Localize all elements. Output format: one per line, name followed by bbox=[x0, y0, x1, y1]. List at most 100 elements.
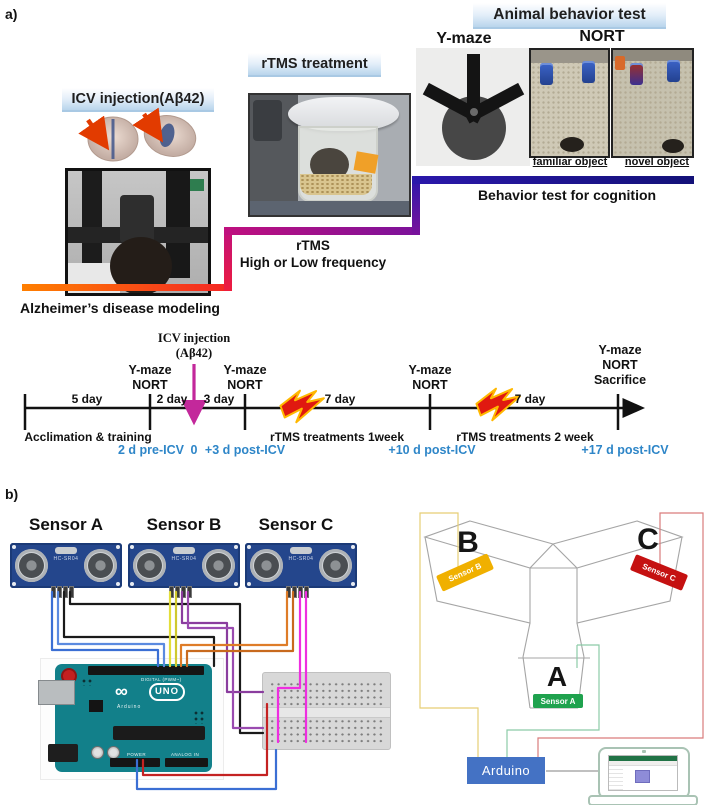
analog-header bbox=[165, 758, 208, 767]
crystal-icon bbox=[55, 547, 77, 554]
sensor-c-chip-text: HC-SR04 bbox=[288, 556, 314, 562]
wire-magenta-c1 bbox=[276, 590, 302, 744]
excel-row-headers bbox=[609, 766, 623, 790]
maze-arm-a-letter: A bbox=[546, 661, 568, 692]
manipulator-arm bbox=[120, 195, 154, 243]
webcam-icon bbox=[642, 750, 646, 753]
crystal-icon bbox=[173, 547, 195, 554]
injection-arrow-right bbox=[132, 107, 163, 143]
event4-line3: Sacrifice bbox=[593, 373, 647, 387]
icv-line2: (Aβ42) bbox=[175, 346, 213, 360]
thin-wire-yellow-b bbox=[419, 512, 479, 757]
duration-7day-2: 7 day bbox=[514, 392, 546, 406]
wire-blue-a2 bbox=[56, 590, 166, 668]
excel-dialog bbox=[635, 770, 650, 783]
caption-rtms-line2: High or Low frequency bbox=[239, 255, 387, 270]
excel-titlebar bbox=[609, 756, 677, 761]
digital-header bbox=[88, 666, 204, 675]
duration-7day-1: 7 day bbox=[324, 392, 356, 406]
power-header bbox=[110, 758, 160, 767]
event2-line1: Y-maze bbox=[223, 363, 267, 377]
timepoint-post3: +3 d post-ICV bbox=[204, 443, 286, 457]
below-rtms-week2: rTMS treatments 2 week bbox=[456, 430, 594, 444]
stair-segment-orange bbox=[22, 284, 232, 291]
timeline-event-1: Y-maze NORT bbox=[128, 363, 171, 393]
laptop-icon bbox=[598, 747, 690, 799]
timepoint-post17: +17 d post-ICV bbox=[581, 443, 669, 457]
sensor-c-label: Sensor C bbox=[258, 515, 334, 534]
box-wall-2 bbox=[613, 50, 692, 61]
sensor-a-chip-text: HC-SR04 bbox=[53, 556, 79, 562]
nort-familiar-photo bbox=[529, 48, 610, 158]
event1-line2: NORT bbox=[132, 378, 168, 392]
thin-wire-green-a bbox=[506, 644, 600, 757]
icsp2-header-icon bbox=[193, 710, 206, 724]
wire-purple-b2 bbox=[186, 590, 265, 730]
orange-tag bbox=[353, 150, 379, 174]
wire-blue-ground bbox=[135, 748, 278, 791]
novel-object-caption: novel object bbox=[624, 156, 690, 168]
bedding bbox=[300, 174, 372, 195]
breadboard-groove bbox=[263, 707, 390, 718]
breadboard bbox=[262, 672, 391, 750]
ultrasonic-sensor-b: HC-SR04 bbox=[128, 543, 240, 598]
icsp-header-icon bbox=[81, 678, 94, 686]
wire-purple-b1 bbox=[180, 590, 265, 694]
familiar-object-3 bbox=[666, 59, 680, 82]
event4-line1: Y-maze bbox=[598, 343, 642, 357]
maze-arduino-box: Arduino bbox=[467, 757, 545, 784]
event4-line2: NORT bbox=[602, 358, 638, 372]
timeline-event-3: Y-maze NORT bbox=[408, 363, 451, 393]
timepoint-post10: +10 d post-ICV bbox=[388, 443, 476, 457]
arduino-brand-text: Arduino bbox=[117, 704, 142, 710]
event3-line2: NORT bbox=[412, 378, 448, 392]
wire-black-a2 bbox=[68, 590, 265, 735]
laptop-base bbox=[588, 795, 698, 805]
ultrasonic-sensor-a: HC-SR04 bbox=[10, 543, 122, 598]
transducer-icon bbox=[202, 549, 235, 582]
rtms-coil-disc bbox=[288, 97, 400, 131]
wire-red-power bbox=[141, 702, 269, 777]
ymaze-center-hub bbox=[470, 108, 478, 116]
familiar-object-1 bbox=[540, 62, 554, 85]
digital-header-text: DIGITAL (PWM~) bbox=[141, 677, 182, 682]
panel-b-label: b) bbox=[5, 486, 19, 502]
caption-behavior-test: Behavior test for cognition bbox=[477, 187, 657, 203]
timeline-event-2: Y-maze NORT bbox=[223, 363, 266, 393]
excel-toolbar bbox=[609, 761, 677, 766]
stair-riser-purple-blue bbox=[412, 177, 420, 235]
mouse-familiar bbox=[560, 136, 585, 152]
below-acclimation: Acclimation & training bbox=[24, 430, 152, 444]
duration-3day: 3 day bbox=[203, 392, 235, 406]
power-jack-icon bbox=[48, 744, 78, 762]
arduino-infinity-logo: ∞ bbox=[115, 681, 128, 701]
stereotaxic-surgery-photo bbox=[65, 168, 211, 296]
transducer-icon bbox=[319, 549, 352, 582]
timepoint-pre-icv: 2 d pre-ICV bbox=[118, 443, 184, 457]
event3-line1: Y-maze bbox=[408, 363, 452, 377]
power-header-text: POWER bbox=[127, 752, 147, 757]
caption-rtms-line1: rTMS bbox=[296, 238, 330, 253]
laptop-screen bbox=[608, 755, 678, 791]
atmega-chip-icon bbox=[113, 726, 205, 740]
arduino-uno-board: DIGITAL (PWM~) ∞ UNO Arduino POWER ANALO… bbox=[55, 664, 212, 772]
familiar-object-2 bbox=[581, 60, 595, 83]
nort-photo-label: NORT bbox=[579, 28, 625, 45]
maze-arm-c-letter: C bbox=[637, 523, 659, 556]
small-ic-icon bbox=[89, 700, 103, 712]
breadboard-dots-top bbox=[269, 681, 384, 707]
below-rtms-week1: rTMS treatments 1week bbox=[269, 430, 405, 444]
thin-wire-red-c bbox=[537, 512, 704, 757]
maze-sensor-a-chip: Sensor A bbox=[533, 694, 583, 708]
lightning-bolt-week1 bbox=[279, 389, 325, 424]
usb-port-icon bbox=[38, 680, 75, 705]
novel-marker bbox=[614, 56, 625, 71]
timepoint-zero: 0 bbox=[190, 443, 198, 457]
timeline-graphic bbox=[23, 364, 645, 430]
maze-arm-b-letter: B bbox=[457, 526, 479, 559]
event2-line2: NORT bbox=[227, 378, 263, 392]
sensor-a-label: Sensor A bbox=[28, 515, 104, 534]
rtms-clamp bbox=[253, 99, 282, 141]
ymaze-apparatus-photo bbox=[416, 48, 530, 166]
